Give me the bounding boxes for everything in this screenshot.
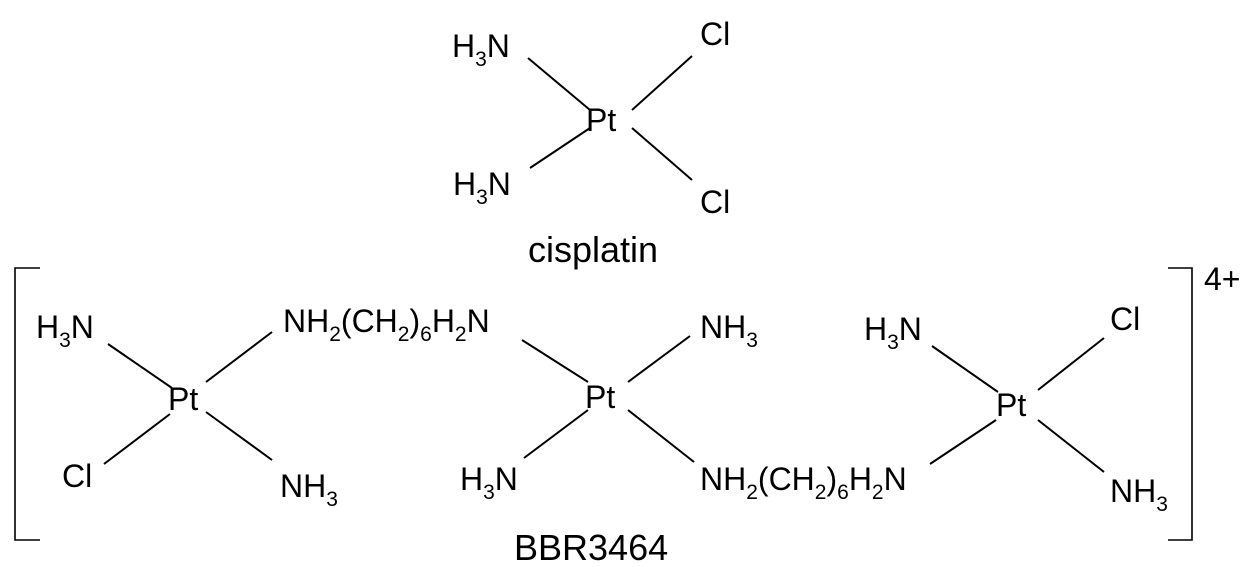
bond-pt2-nh3-bottom-left	[523, 409, 589, 459]
cisplatin-ligand-bottom-right: Cl	[700, 184, 730, 220]
bond-pt3-nh2-bottom-left	[929, 419, 997, 465]
bond-pt-cl-bottom-right	[631, 127, 693, 181]
bond-pt1-cl-bottom-left	[103, 413, 171, 465]
bond-pt-nh3-bottom-left	[529, 127, 591, 169]
pt3-ligand-top-left: H3N	[864, 311, 922, 354]
right-bracket	[1168, 267, 1193, 541]
bond-pt2-nh2-top-left	[521, 339, 589, 383]
bond-pt3-nh3-bottom-right	[1037, 419, 1105, 473]
bond-pt1-nh3-bottom-right	[205, 411, 273, 461]
pt2-ligand-top-right: NH3	[700, 309, 758, 352]
pt1-metal-pt: Pt	[168, 381, 198, 417]
bond-pt3-nh3-top-left	[931, 345, 999, 393]
cisplatin-structure: H3N Cl Pt H3N Cl cisplatin	[452, 16, 730, 270]
bbr3464-structure: 4+ H3N Pt Cl NH3 NH2(CH2)6H2N Pt NH3 H3N	[14, 261, 1240, 567]
pt1-ligand-bottom-right: NH3	[280, 468, 338, 511]
pt3-ligand-bottom-right: NH3	[1110, 473, 1168, 516]
pt3-ligand-top-right: Cl	[1110, 301, 1140, 337]
bond-pt2-nh3-top-right	[627, 335, 691, 383]
pt1-ligand-top-left: H3N	[36, 309, 94, 352]
bond-pt1-nh3-top-left	[107, 343, 173, 389]
bbr3464-caption: BBR3464	[514, 527, 668, 567]
bbr3464-charge: 4+	[1204, 261, 1240, 297]
pt2-ligand-bottom-left: H3N	[460, 461, 518, 504]
bond-pt2-nh2-bottom-right	[627, 409, 695, 463]
bond-pt-cl-top-right	[631, 55, 693, 111]
cisplatin-ligand-bottom-left: H3N	[453, 166, 511, 209]
cisplatin-ligand-top-left: H3N	[452, 28, 510, 71]
pt2-metal-pt: Pt	[585, 379, 615, 415]
cisplatin-ligand-top-right: Cl	[700, 16, 730, 52]
bond-pt3-cl-top-right	[1037, 337, 1105, 391]
bond-pt1-nh2-top-right	[205, 331, 273, 383]
pt3-metal-pt: Pt	[996, 387, 1026, 423]
linker-bottom: NH2(CH2)6H2N	[700, 461, 907, 504]
cisplatin-caption: cisplatin	[528, 229, 658, 270]
cisplatin-metal-pt: Pt	[586, 102, 616, 138]
pt1-ligand-bottom-left: Cl	[62, 458, 92, 494]
linker-top: NH2(CH2)6H2N	[283, 303, 490, 346]
bond-pt-nh3-top-left	[527, 57, 591, 111]
left-bracket	[14, 267, 40, 541]
